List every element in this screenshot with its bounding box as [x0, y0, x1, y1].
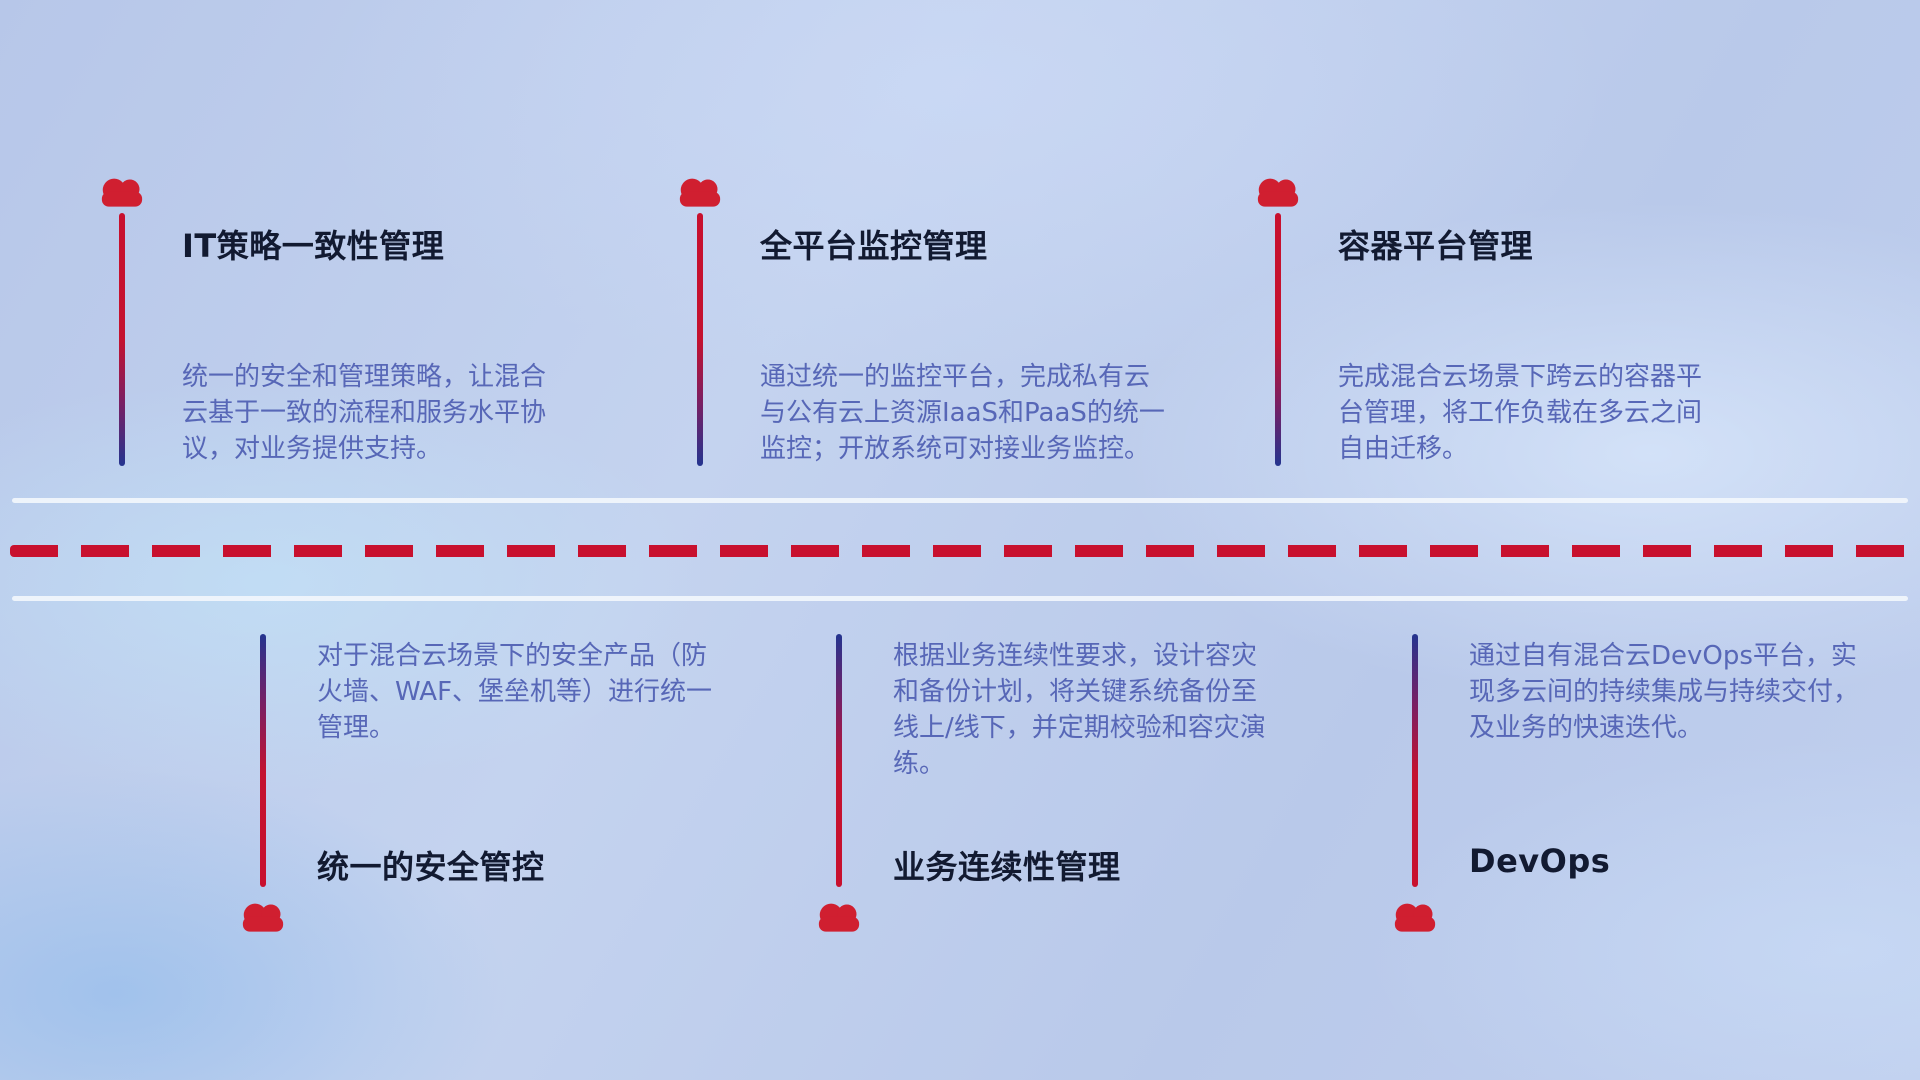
item-title: IT策略一致性管理: [182, 227, 445, 265]
cloud-icon: [672, 169, 728, 211]
item-description: 通过自有混合云DevOps平台，实现多云间的持续集成与持续交付，及业务的快速迭代…: [1469, 641, 1860, 743]
capability-item-business-continuity: 根据业务连续性要求，设计容灾和备份计划，将关键系统备份至线上/线下，并定期校验和…: [818, 634, 1316, 964]
cloud-icon: [811, 894, 867, 936]
capability-item-devops: 通过自有混合云DevOps平台，实现多云间的持续集成与持续交付，及业务的快速迭代…: [1394, 634, 1892, 964]
capability-item-monitoring: 全平台监控管理 通过统一的监控平台，完成私有云与公有云上资源IaaS和PaaS的…: [672, 169, 1165, 469]
divider-line-lower: [12, 596, 1908, 601]
cloud-icon: [1250, 169, 1306, 211]
item-description: 完成混合云场景下跨云的容器平台管理，将工作负载在多云之间自由迁移。: [1338, 362, 1703, 464]
item-title: 容器平台管理: [1338, 227, 1534, 265]
timeline-connector-line: [260, 634, 266, 887]
capability-item-security-control: 对于混合云场景下的安全产品（防火墙、WAF、堡垒机等）进行统一管理。 统一的安全…: [242, 634, 740, 964]
item-description: 根据业务连续性要求，设计容灾和备份计划，将关键系统备份至线上/线下，并定期校验和…: [893, 641, 1266, 779]
item-description: 对于混合云场景下的安全产品（防火墙、WAF、堡垒机等）进行统一管理。: [317, 641, 713, 743]
timeline-connector-line: [1412, 634, 1418, 887]
divider-dashed-red-line: [10, 545, 1910, 557]
item-title: 全平台监控管理: [760, 227, 988, 265]
item-title: 业务连续性管理: [893, 848, 1121, 886]
capability-item-container-platform: 容器平台管理 完成混合云场景下跨云的容器平台管理，将工作负载在多云之间自由迁移。: [1250, 169, 1730, 469]
timeline-connector-line: [697, 213, 703, 466]
divider-line-upper: [12, 498, 1908, 503]
item-title: 统一的安全管控: [317, 848, 545, 886]
timeline-connector-line: [836, 634, 842, 887]
timeline-connector-line: [1275, 213, 1281, 466]
capability-item-it-policy: IT策略一致性管理 统一的安全和管理策略，让混合云基于一致的流程和服务水平协议，…: [94, 169, 574, 469]
timeline-connector-line: [119, 213, 125, 466]
item-title: DevOps: [1469, 842, 1611, 880]
cloud-icon: [235, 894, 291, 936]
cloud-icon: [94, 169, 150, 211]
item-description: 统一的安全和管理策略，让混合云基于一致的流程和服务水平协议，对业务提供支持。: [182, 362, 547, 464]
cloud-icon: [1387, 894, 1443, 936]
item-description: 通过统一的监控平台，完成私有云与公有云上资源IaaS和PaaS的统一监控；开放系…: [760, 362, 1165, 464]
